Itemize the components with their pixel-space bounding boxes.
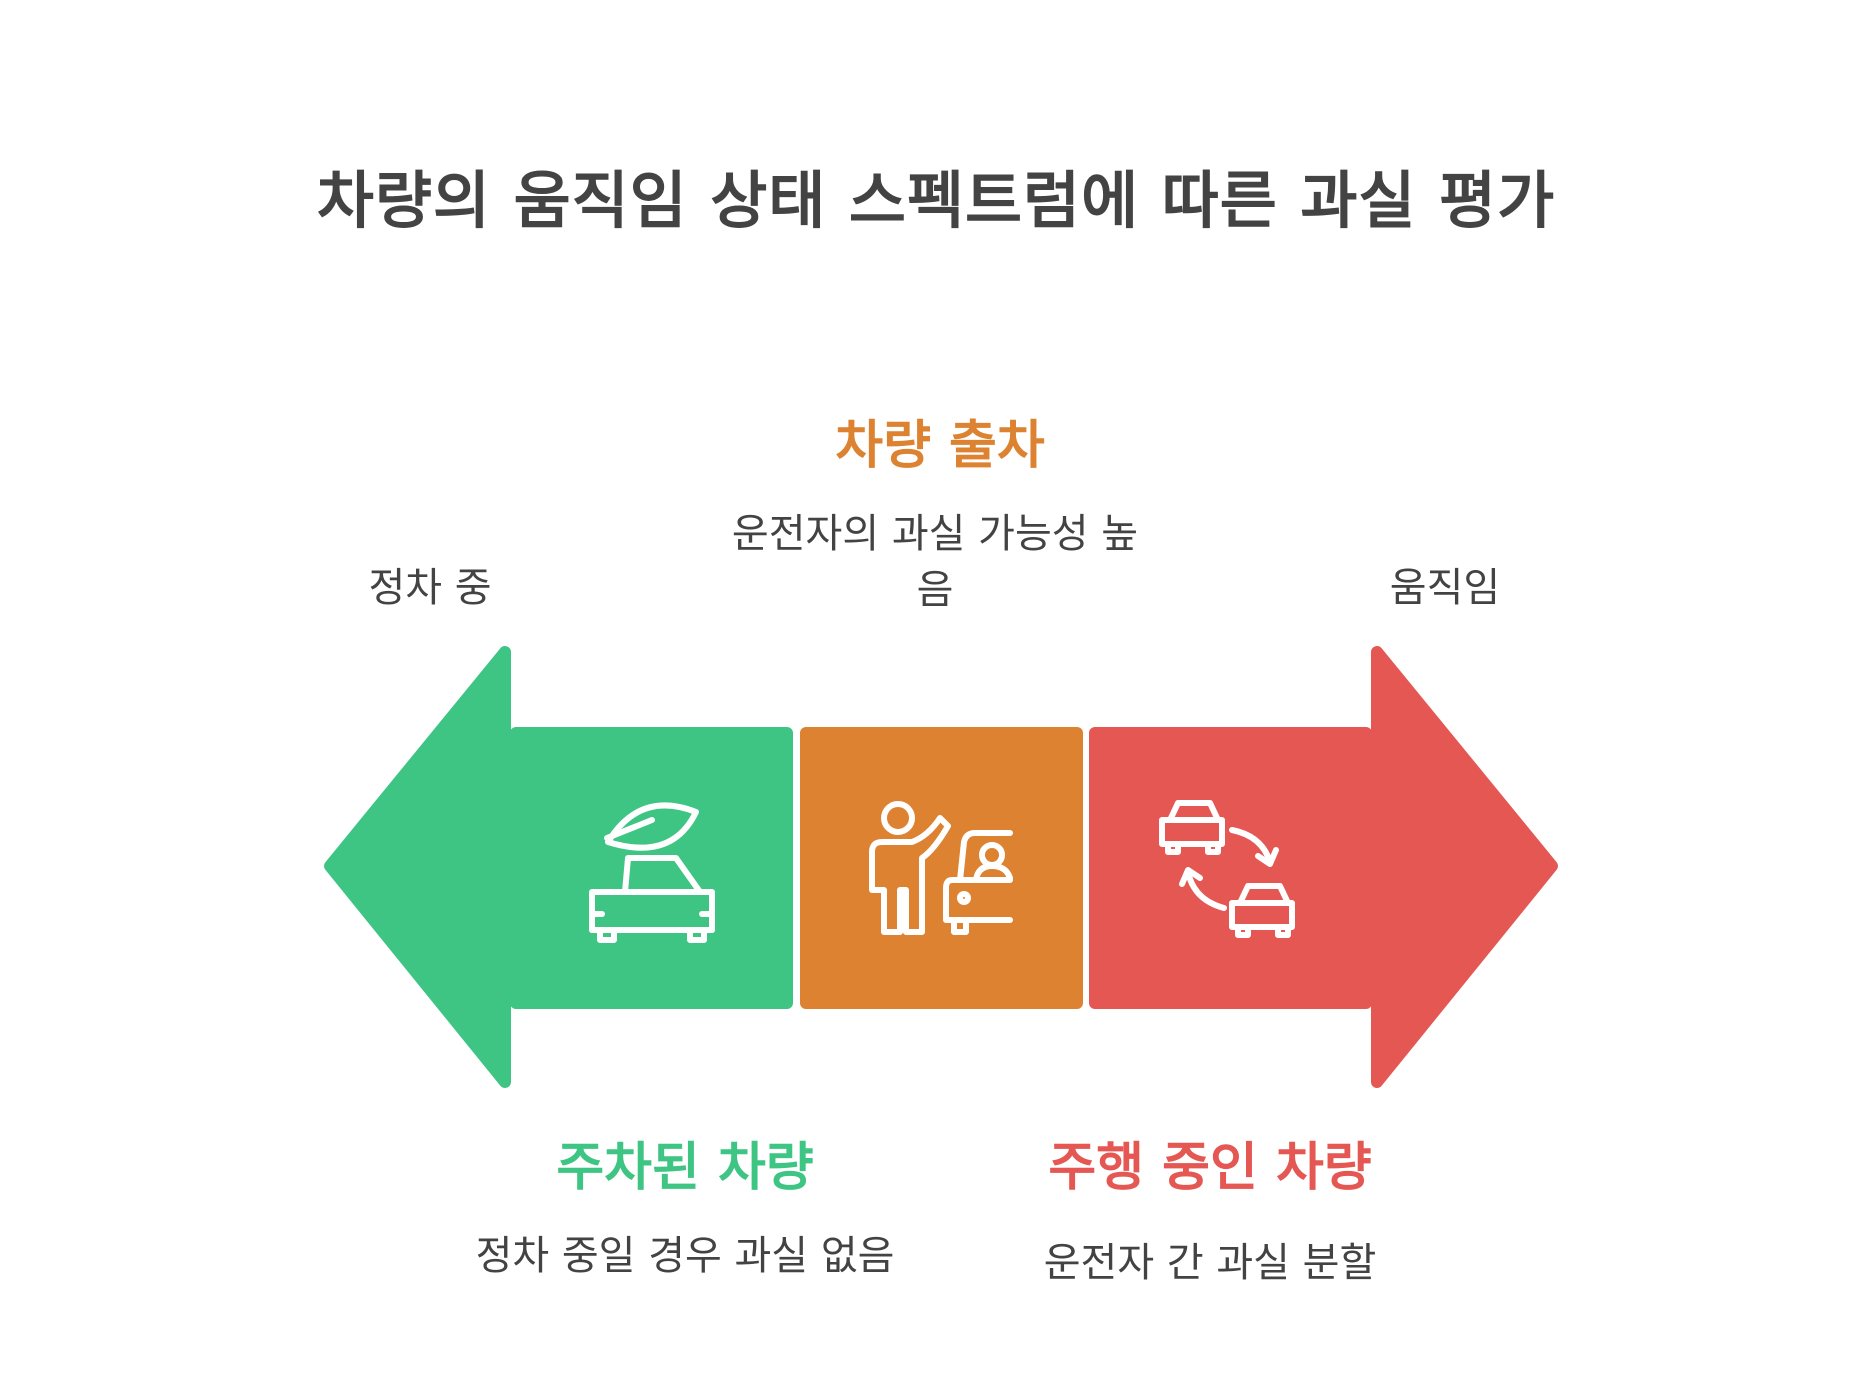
right-end-label: 움직임 xyxy=(1389,565,1501,611)
car-leaf-icon xyxy=(589,802,715,943)
stage-1-description: 정차 중일 경우 과실 없음 xyxy=(475,1233,895,1279)
stage-1-title: 주차된 차량 xyxy=(556,1138,814,1198)
stage-3-description: 운전자 간 과실 분할 xyxy=(1043,1240,1377,1286)
left-arrow-head xyxy=(324,646,511,1088)
stage-2-description: 운전자의 과실 가능성 높음 xyxy=(731,511,1139,613)
stage-3-block xyxy=(1089,727,1372,1009)
person-car-signal-icon xyxy=(869,801,1013,935)
two-cars-swap-icon xyxy=(1159,800,1295,938)
left-end-label: 정차 중 xyxy=(368,565,492,611)
page-title: 차량의 움직임 상태 스펙트럼에 따른 과실 평가 xyxy=(316,164,1556,237)
stage-1-block xyxy=(510,727,793,1009)
right-arrow-head xyxy=(1371,646,1558,1088)
stage-3-title: 주행 중인 차량 xyxy=(1048,1138,1372,1198)
stage-2-title: 차량 출차 xyxy=(835,416,1045,476)
stage-2-block xyxy=(800,727,1083,1009)
